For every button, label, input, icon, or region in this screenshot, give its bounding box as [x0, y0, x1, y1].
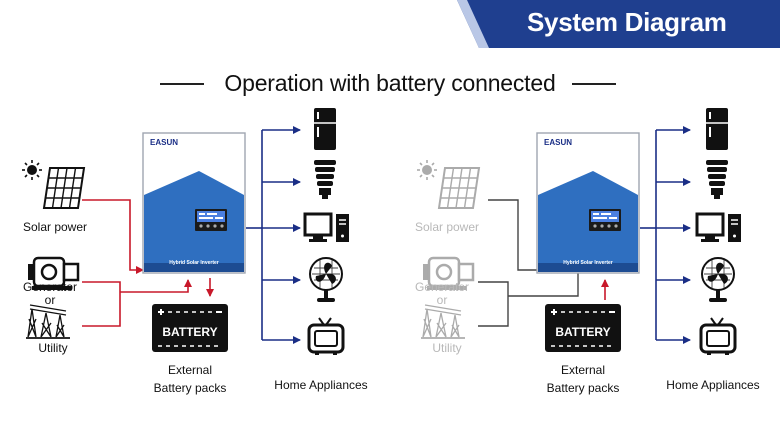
generator-label-faded: Generator — [414, 280, 470, 294]
battery-icon — [152, 304, 228, 352]
battery-caption-line1: External — [167, 363, 213, 377]
utility-label: Utility — [38, 341, 68, 355]
banner-title: System Diagram — [527, 7, 727, 37]
utility-tower-icon-faded — [421, 304, 465, 339]
inverter-model-label: Hybrid Solar Inverter — [169, 260, 219, 266]
fan-icon-right — [701, 257, 735, 302]
subtitle-rule-left — [160, 83, 204, 85]
inverter-unit: EASUN — [142, 132, 246, 274]
solar-panel-icon — [22, 160, 86, 209]
cfl-bulb-icon — [314, 160, 336, 199]
generator-icon-faded — [423, 256, 475, 290]
subtitle-rule-right — [572, 83, 616, 85]
right-diagram: Solar power Generator or Utility — [414, 108, 760, 397]
refrigerator-icon-right — [706, 108, 728, 150]
computer-icon — [303, 212, 349, 242]
fan-icon — [309, 257, 343, 302]
utility-flow-line — [82, 292, 121, 327]
grid-to-inverter-line — [120, 279, 192, 293]
utility-inactive-line — [478, 296, 509, 327]
generator-inactive-line — [478, 281, 509, 296]
home-appliances-label-right: Home Appliances — [666, 378, 760, 392]
solar-power-label-faded: Solar power — [414, 220, 480, 234]
battery-label-right: BATTERY — [555, 325, 611, 339]
load-flow-lines — [246, 126, 301, 344]
inverter-brand-right: EASUN — [544, 138, 572, 147]
subtitle: Operation with battery connected — [224, 70, 556, 96]
subtitle-row: Operation with battery connected — [0, 68, 780, 98]
inverter-display-right — [589, 209, 621, 231]
solar-panel-icon-faded — [417, 160, 481, 209]
left-diagram: Solar power Generator or Utility EASUN — [22, 108, 368, 397]
inverter-unit-right: EASUN — [536, 132, 640, 274]
battery-caption-right-line1: External — [560, 363, 606, 377]
utility-tower-icon — [26, 304, 70, 339]
or-label-faded: or — [436, 293, 448, 307]
generator-flow-line — [82, 281, 121, 292]
solar-flow-line — [82, 199, 144, 274]
utility-label-faded: Utility — [432, 341, 462, 355]
system-diagram-banner: System Diagram — [457, 0, 780, 48]
sun-icon — [22, 160, 42, 180]
cfl-bulb-icon-right — [706, 160, 728, 199]
home-appliances-label: Home Appliances — [274, 378, 368, 392]
inverter-display — [195, 209, 227, 231]
generator-icon — [28, 256, 80, 290]
battery-label: BATTERY — [162, 325, 218, 339]
inverter-brand: EASUN — [150, 138, 178, 147]
sun-icon-faded — [417, 160, 437, 180]
ac-flow-lines — [82, 199, 214, 327]
battery-icon-right — [545, 304, 621, 352]
solar-power-label: Solar power — [22, 220, 88, 234]
load-flow-lines-right — [640, 126, 691, 344]
inverter-model-label-right: Hybrid Solar Inverter — [563, 260, 613, 266]
battery-caption-line2: Battery packs — [153, 381, 227, 395]
grid-inactive-line — [508, 272, 579, 297]
generator-label: Generator — [22, 280, 78, 294]
or-label: or — [44, 293, 56, 307]
battery-caption-right-line2: Battery packs — [546, 381, 620, 395]
refrigerator-icon — [314, 108, 336, 150]
computer-icon-right — [695, 212, 741, 242]
tv-icon-right — [699, 317, 737, 355]
tv-icon — [307, 317, 345, 355]
